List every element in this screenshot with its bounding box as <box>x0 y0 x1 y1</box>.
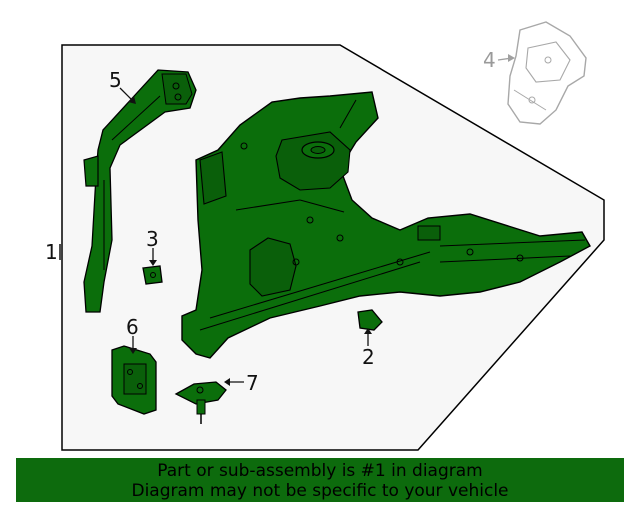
part-6-reinforcement <box>111 345 157 415</box>
part-1-apron-assembly <box>181 91 591 359</box>
disclaimer-banner: Part or sub-assembly is #1 in diagram Di… <box>16 458 624 502</box>
part-5-apron-rail <box>83 69 197 313</box>
callout-6-label: 6 <box>126 315 139 339</box>
banner-line-2: Diagram may not be specific to your vehi… <box>131 481 509 501</box>
part-7-mount <box>174 381 227 424</box>
callout-5-label: 5 <box>109 68 122 92</box>
callout-7-label: 7 <box>246 371 259 395</box>
callout-2-label: 2 <box>362 345 375 369</box>
callout-4-label: 4 <box>483 48 496 72</box>
callout-1-label: 1 <box>45 240 58 264</box>
part-2-bracket <box>357 309 383 331</box>
banner-line-1: Part or sub-assembly is #1 in diagram <box>157 461 483 481</box>
part-3-bracket <box>142 265 163 285</box>
part-4-reference <box>507 21 587 125</box>
callout-3-label: 3 <box>146 227 159 251</box>
